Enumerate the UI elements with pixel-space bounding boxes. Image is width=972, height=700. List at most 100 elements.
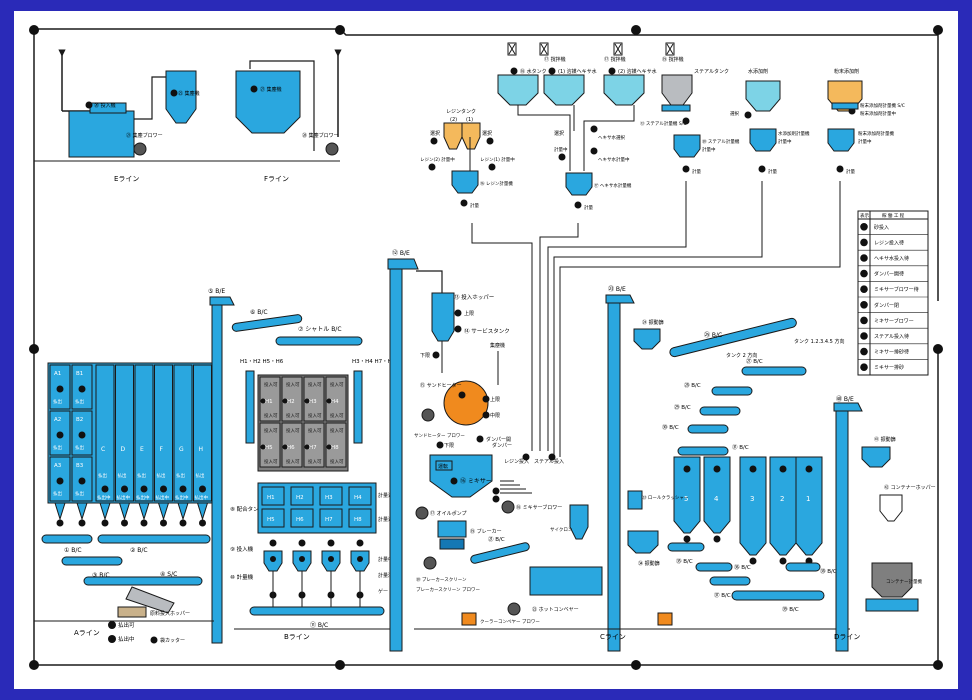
- c-bc30: [687, 424, 729, 434]
- a-bin-large-tag: 払出: [98, 472, 107, 479]
- c-tank-dot: [713, 465, 721, 473]
- e-line: ⑳ 投入機 ㉕ 集塵機 ㉑ 集塵ブロワー Eライン: [34, 49, 340, 183]
- legend-row-label: ミキサー排砂: [874, 364, 904, 371]
- e-blower: [133, 142, 147, 156]
- legend-row-label: 砂投入: [874, 224, 889, 231]
- resin-1-label: (1): [466, 117, 473, 123]
- d-hopper: [879, 494, 903, 522]
- a-cutter-badge: [150, 636, 158, 644]
- center-feed-hexa: [539, 223, 579, 451]
- center-screen-blower-label: ブレーカースクリーン ブロワー: [416, 586, 480, 593]
- water-valve-box: [507, 42, 517, 56]
- b-weigh-tag-a: 計量選択: [378, 492, 398, 499]
- legend-row-dot: [860, 347, 868, 356]
- hexa-weigher-label: ⑰ ヘキサ水計量機: [594, 182, 632, 189]
- a-bin-large-label: H: [199, 446, 204, 453]
- resin-select-left-dot: [430, 137, 438, 145]
- a-bin-outlet: [196, 502, 209, 521]
- center-breaker-screen: [439, 538, 465, 550]
- mixer1-tank: [543, 74, 585, 106]
- b-cell-label: H7: [309, 445, 317, 451]
- c-bc-bottom-b: [695, 562, 733, 572]
- b-cell-tag: 投入可: [308, 427, 322, 434]
- stearic-mixer-label: ⑲ 撹拌機: [662, 56, 684, 63]
- rivet: [335, 25, 345, 35]
- stearic-status-label: 計量中: [702, 146, 716, 153]
- f-blower-label: ㉘ 集塵ブロワー: [302, 132, 339, 139]
- a-cutter-label: 袋カッター: [160, 637, 185, 644]
- legend-rows: 砂投入レジン投入待ヘキサ水投入待ダンパー開待ミキサーブロワー待ダンパー閉ミキサー…: [858, 223, 928, 376]
- c-tank-dot: [749, 465, 757, 473]
- mixer1-valve: [540, 43, 548, 55]
- e-dust-badge: [170, 89, 178, 97]
- b-cell-tag2: 投入可: [330, 412, 344, 419]
- mixer1-valve-box: [539, 42, 549, 56]
- center-mixer-top-dot2: [492, 495, 500, 503]
- powder-done-dot: [836, 165, 844, 173]
- a-bin-large: [193, 364, 212, 502]
- c-tank-label: タンク 1.2.3.4.5 方向: [794, 338, 844, 345]
- c-tank-gate-dot: [683, 535, 691, 543]
- c-tank-label: 3: [750, 495, 754, 503]
- b-scales-group: [263, 539, 370, 607]
- legend-row-label: ダンパー閉: [874, 302, 899, 309]
- legend-row-dot: [860, 363, 868, 372]
- d-scale-label: コンテナー計量機: [886, 578, 922, 585]
- b-cell-tag: 投入可: [330, 427, 344, 434]
- b-cell-tag: 投入可: [286, 427, 300, 434]
- hexa-metering-label: ヘキサ水計量中: [598, 156, 630, 163]
- b-cell-dot: [260, 444, 266, 450]
- b-line-title: Bライン: [284, 633, 310, 641]
- c-bc-bottom-a-label: ㉟ B/C: [676, 557, 693, 565]
- b-scale-dot: [270, 556, 276, 562]
- water-valve: [508, 43, 516, 55]
- center-oil-pump: [415, 506, 429, 520]
- resin-select-right: 選択: [482, 130, 492, 137]
- a-bin-outlet: [54, 502, 66, 521]
- center-resin-in-dot: [522, 453, 530, 461]
- b-weigh-tag-b: 計量選択: [378, 516, 398, 523]
- b-cell-label: H6: [287, 445, 295, 451]
- stearic-tank-label: ステアルタンク: [694, 68, 729, 75]
- rivet: [29, 25, 39, 35]
- resin-tank-1: [461, 122, 481, 150]
- resin-weigher-label: ⑯ レジン計量機: [480, 180, 513, 187]
- a-bin-large: [115, 364, 134, 502]
- e-hopper: [68, 110, 135, 158]
- center-service-badge: [454, 325, 462, 333]
- a-bin-small-label: B3: [76, 463, 84, 469]
- a-bin-large-tag2: 払出中: [97, 494, 111, 501]
- a-bin-large: [173, 364, 193, 502]
- center-mixer-top-dot: [492, 487, 500, 495]
- center-heater-label: ⑮ サンドヒーター: [420, 382, 462, 389]
- c-bc-bottom-e-label: ㊴ B/C: [782, 605, 799, 613]
- resin-scale-right-dot: [488, 163, 496, 171]
- dilute1-label: (1) 溶媒ヘキサ水: [558, 68, 597, 75]
- center-feed-resin: [471, 223, 533, 451]
- b-cell-tag: 投入可: [264, 427, 278, 434]
- b-shuttle-left: [245, 370, 255, 444]
- stearic-feeder-label: ⑬ ステアル計量機 S/C: [640, 120, 686, 127]
- b-bc11-label: ⑪ B/C: [310, 621, 328, 629]
- center-oil-pump-label: ⑰ オイルポンプ: [430, 510, 466, 517]
- mixer1-badge: [548, 67, 556, 75]
- center-breaker: [437, 520, 467, 538]
- rivet: [631, 660, 641, 670]
- mixer2-badge: [608, 67, 616, 75]
- d-line-title: Dライン: [834, 633, 860, 641]
- powder-add-label: 粉末添加剤: [834, 68, 859, 75]
- center-mixer-label: ⑯ ミキサー: [460, 477, 492, 485]
- a-bin-small-label: B1: [76, 371, 83, 377]
- flow-diagram-panel: ⑳ 投入機 ㉕ 集塵機 ㉑ 集塵ブロワー Eライン ㉗ 集塵機 ㉘ 集塵ブロワー…: [14, 11, 958, 689]
- powder-done-label: 計量: [846, 168, 855, 175]
- a-bin-large-tag: 払出: [118, 472, 127, 479]
- e-hopper-badge: [85, 101, 93, 109]
- resin-done-dot: [460, 199, 468, 207]
- a-bin-small-tag: 払出: [75, 398, 84, 405]
- b-cell-label: H4: [331, 399, 339, 405]
- a-bin-large-label: E: [140, 446, 144, 453]
- b-scale-dot: [328, 556, 334, 562]
- center-air-blower: [501, 500, 515, 514]
- resin-scale-left: レジン(2) 計量中: [420, 156, 455, 163]
- f-silo-badge: [250, 85, 258, 93]
